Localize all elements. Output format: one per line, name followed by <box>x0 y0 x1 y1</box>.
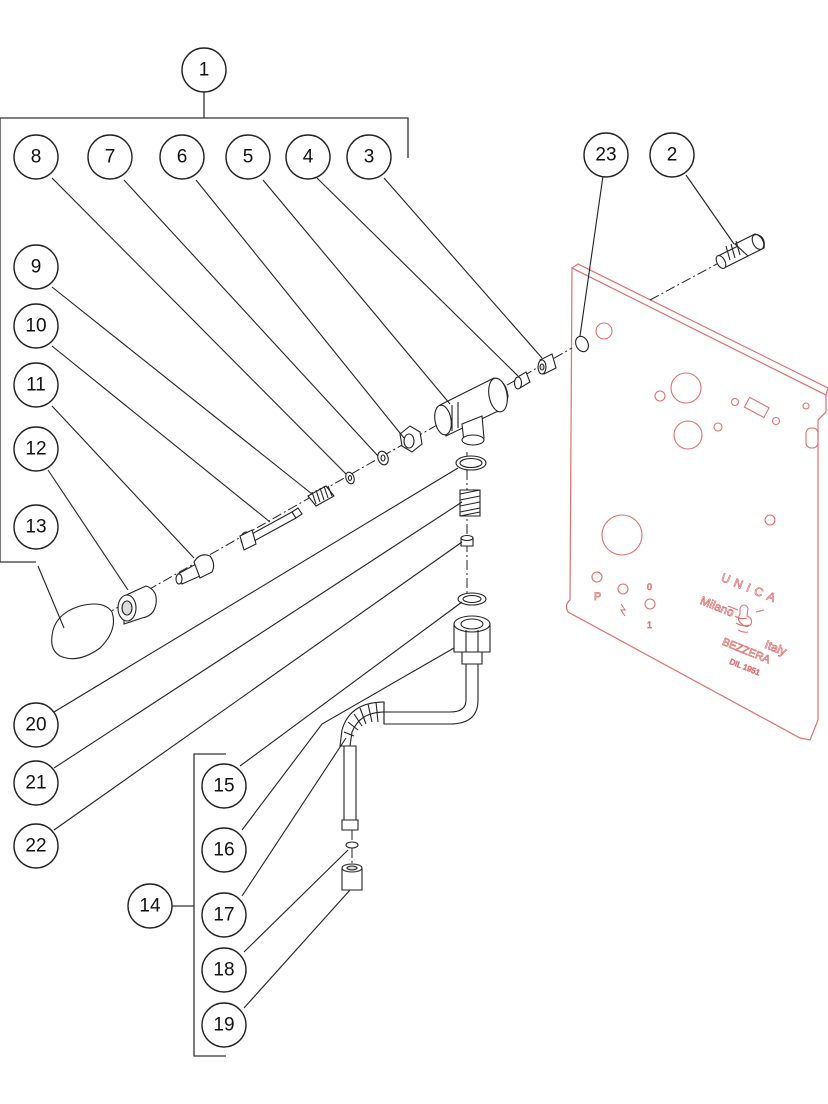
panel-label-1: 1 <box>647 620 652 630</box>
svg-text:1: 1 <box>199 60 210 81</box>
callout-4: 4 <box>285 134 331 180</box>
callout-16: 16 <box>201 827 247 873</box>
svg-text:16: 16 <box>213 840 234 861</box>
callout-21: 21 <box>13 760 59 806</box>
panel-gauge-hole-2 <box>673 420 703 450</box>
callout-1: 1 <box>181 47 227 93</box>
part-16-union-nut <box>453 615 491 665</box>
part-13-knob <box>51 603 115 660</box>
svg-text:23: 23 <box>595 145 616 166</box>
panel-large-hole <box>601 514 643 556</box>
panel-gauge-hole-1 <box>670 372 702 404</box>
leader-2 <box>685 174 735 245</box>
callout-20: 20 <box>13 702 59 748</box>
part-9-spring <box>307 485 335 507</box>
svg-text:21: 21 <box>25 773 46 794</box>
switch-hole-power <box>617 583 629 595</box>
svg-text:12: 12 <box>25 439 46 460</box>
svg-text:18: 18 <box>213 960 234 981</box>
callout-13: 13 <box>13 504 59 550</box>
callout-8: 8 <box>13 134 59 180</box>
callout-3: 3 <box>346 134 392 180</box>
svg-text:3: 3 <box>364 147 375 168</box>
svg-text:22: 22 <box>25 836 46 857</box>
callout-23: 23 <box>583 132 629 178</box>
svg-text:10: 10 <box>25 316 46 337</box>
panel-slot <box>805 427 819 449</box>
callout-10: 10 <box>13 303 59 349</box>
part-12-knob-bush <box>117 585 157 625</box>
svg-text:15: 15 <box>213 776 234 797</box>
callout-14: 14 <box>127 883 173 929</box>
callout-22: 22 <box>13 823 59 869</box>
svg-text:7: 7 <box>105 147 116 168</box>
svg-text:4: 4 <box>303 147 314 168</box>
callout-5: 5 <box>225 134 271 180</box>
part-3-nut <box>537 353 557 375</box>
main-assembly-axis <box>84 347 573 627</box>
bracket-group-1-top <box>0 117 409 158</box>
callout-11: 11 <box>13 362 59 408</box>
part-2-fitting <box>715 233 765 270</box>
part-23-o-ring <box>575 335 589 353</box>
front-panel-top-edge <box>570 263 828 396</box>
eagle-logo-icon <box>727 604 765 633</box>
part-6-hex-nut <box>399 425 423 453</box>
panel-window <box>743 396 770 419</box>
part-5-tee-body <box>434 377 509 446</box>
callout-19: 19 <box>201 1002 247 1048</box>
callout-18: 18 <box>201 947 247 993</box>
part-21-spring <box>459 489 481 517</box>
part-17-pipe <box>339 663 479 831</box>
callout-7: 7 <box>87 134 133 180</box>
bracket-group-14 <box>193 753 226 1057</box>
svg-text:6: 6 <box>177 147 188 168</box>
part-22-valve-seat <box>460 534 474 547</box>
panel-hole-top <box>595 322 613 340</box>
part-8-small-washer <box>345 471 355 485</box>
svg-text:13: 13 <box>25 517 46 538</box>
fitting-axis <box>649 257 729 301</box>
svg-text:14: 14 <box>139 896 161 917</box>
svg-text:5: 5 <box>243 147 254 168</box>
callout-12: 12 <box>13 426 59 472</box>
part-18-ring <box>345 841 359 849</box>
switch-hole-p <box>591 571 603 583</box>
callout-2: 2 <box>649 132 695 178</box>
part-19-ferrule <box>341 863 363 891</box>
panel-label-p: P <box>594 591 601 603</box>
part-11-pin <box>175 554 215 585</box>
svg-text:9: 9 <box>31 257 42 278</box>
svg-text:11: 11 <box>26 375 46 396</box>
callout-6: 6 <box>159 134 205 180</box>
panel-label-0: 0 <box>647 582 652 592</box>
part-10-valve-stem <box>239 507 303 551</box>
part-4-bush <box>513 371 531 390</box>
svg-text:20: 20 <box>25 715 46 736</box>
callout-9: 9 <box>13 244 59 290</box>
part-7-washer <box>377 450 389 466</box>
svg-text:8: 8 <box>31 147 42 168</box>
svg-text:17: 17 <box>213 905 234 926</box>
callout-17: 17 <box>201 892 247 938</box>
svg-text:19: 19 <box>213 1015 234 1036</box>
front-panel: P 0 1 UNICA Milano Italy BEZZERA DIL 195… <box>565 263 828 741</box>
bracket-group-1-side <box>0 118 36 563</box>
lightning-icon <box>619 603 627 617</box>
leader-lines <box>37 174 735 1009</box>
switch-hole-1 <box>644 598 656 610</box>
svg-text:2: 2 <box>667 145 678 166</box>
callout-15: 15 <box>201 763 247 809</box>
